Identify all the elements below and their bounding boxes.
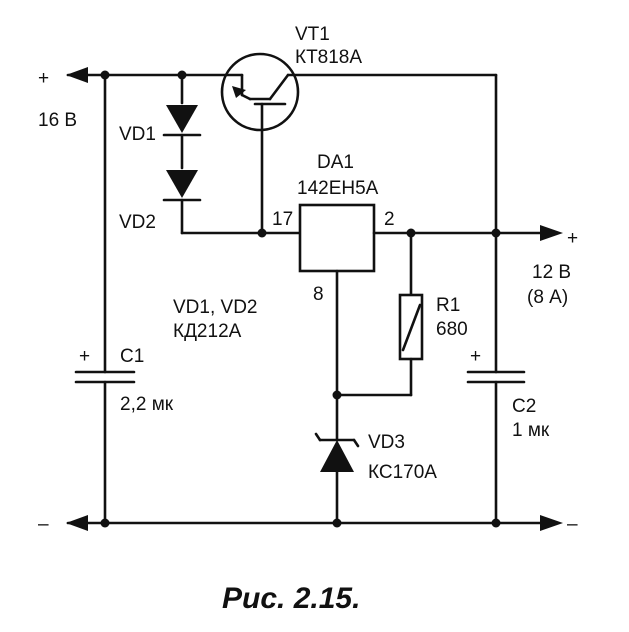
- minus-right-label: –: [567, 514, 578, 535]
- pin2-label: 2: [384, 209, 395, 230]
- r1-value-label: 680: [436, 319, 468, 340]
- input-voltage-label: 16 В: [38, 110, 77, 131]
- capacitor-c2: [466, 370, 526, 384]
- output-current-label: (8 А): [527, 287, 568, 308]
- input-plus-label: +: [38, 68, 49, 89]
- output-voltage-label: 12 В: [532, 262, 571, 283]
- wire-diode-stack: [180, 73, 302, 235]
- resistor-r1: [335, 231, 424, 397]
- vt1-name-label: VT1: [295, 24, 330, 45]
- junction-dots: [100, 70, 501, 528]
- c1-value-label: 2,2 мк: [120, 394, 174, 415]
- da1-type-label: 142ЕН5А: [297, 178, 379, 199]
- minus-left-label: –: [38, 514, 49, 535]
- zener-vd3: [314, 393, 360, 525]
- transistor-vt1: [180, 52, 498, 235]
- c2-plus-label: +: [470, 346, 481, 367]
- c1-plus-label: +: [79, 346, 90, 367]
- diodes-names-label: VD1, VD2: [173, 297, 257, 318]
- vd2-label: VD2: [119, 212, 156, 233]
- input-positive-terminal: [66, 67, 184, 83]
- negative-rail: [66, 515, 563, 531]
- r1-name-label: R1: [436, 295, 460, 316]
- pin8-label: 8: [313, 284, 324, 305]
- diode-vd2: [162, 170, 202, 202]
- vt1-type-label: КТ818А: [295, 47, 362, 68]
- vd1-label: VD1: [119, 124, 156, 145]
- diodes-type-label: КД212А: [173, 321, 242, 342]
- figure-caption: Рис. 2.15.: [222, 582, 360, 615]
- diode-vd1: [162, 105, 202, 137]
- vd3-type-label: КС170А: [368, 462, 437, 483]
- da1-name-label: DA1: [317, 152, 354, 173]
- vd3-name-label: VD3: [368, 432, 405, 453]
- c2-value-label: 1 мк: [512, 420, 550, 441]
- output-plus-label: +: [567, 228, 578, 249]
- pin17-label: 17: [272, 209, 293, 230]
- regulator-da1: [298, 203, 563, 397]
- c1-name-label: С1: [120, 346, 144, 367]
- capacitor-c1: [74, 370, 136, 384]
- c2-name-label: С2: [512, 396, 536, 417]
